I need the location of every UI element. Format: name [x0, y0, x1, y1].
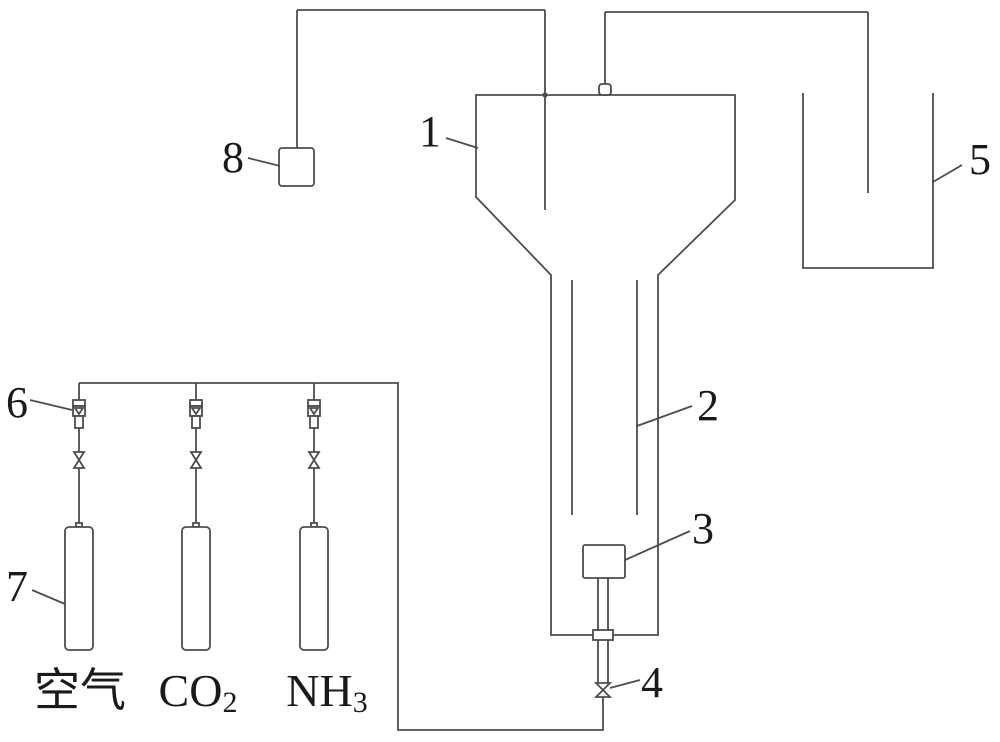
gas-label-text: NH: [286, 665, 352, 716]
gas-branch-nh3: [299, 383, 329, 651]
leader-1: [445, 137, 479, 149]
flowmeter-stem: [191, 415, 201, 429]
outlet-nozzle: [598, 83, 612, 96]
cylinder-valve-icon: [72, 451, 86, 469]
leader-2: [636, 405, 693, 427]
flowmeter-float-icon: [73, 407, 85, 416]
gas-label-text: CO: [159, 665, 223, 716]
gas-label-subscript: 2: [222, 686, 237, 719]
cylinder-valve-icon: [189, 451, 203, 469]
gas-branch-co2: [181, 383, 211, 651]
flowmeter-float-icon: [190, 407, 202, 416]
gas-label-text: 空气: [34, 665, 126, 716]
bottom-flange: [592, 629, 614, 641]
callout-7: 7: [6, 562, 28, 611]
reactor-vessel: [475, 94, 736, 636]
callout-5: 5: [969, 135, 991, 184]
meter-box-8: [278, 147, 315, 187]
callout-6: 6: [6, 378, 28, 427]
valve-4-icon: [593, 682, 613, 698]
flowmeter-float-icon: [308, 407, 320, 416]
callout-3: 3: [692, 504, 714, 553]
feed-line: [79, 382, 604, 731]
gas-distributor-3: [582, 544, 626, 579]
leader-5: [932, 164, 963, 183]
gas-label-co2: CO2: [159, 665, 238, 719]
leader-6: [29, 399, 73, 411]
gas-label-air: 空气: [34, 665, 126, 716]
gas-cylinder: [64, 526, 94, 651]
cylinder-valve-icon: [307, 451, 321, 469]
leader-8: [247, 157, 281, 167]
gas-label-nh3: NH3: [286, 665, 367, 719]
leader-3: [624, 530, 691, 561]
absorption-trough: [802, 93, 934, 269]
callout-4: 4: [641, 658, 663, 707]
gas-cylinder: [181, 526, 211, 651]
probe-lid-joint: [542, 92, 548, 98]
leader-7: [31, 589, 66, 605]
flowmeter-stem: [309, 415, 319, 429]
flowmeter-stem: [74, 415, 84, 429]
gas-label-subscript: 3: [353, 686, 368, 719]
leader-4: [609, 679, 641, 689]
callout-8: 8: [222, 133, 244, 182]
callout-2: 2: [697, 381, 719, 430]
gas-cylinder: [299, 526, 329, 651]
gas-branch-air: [64, 383, 94, 651]
callout-1: 1: [419, 107, 441, 156]
